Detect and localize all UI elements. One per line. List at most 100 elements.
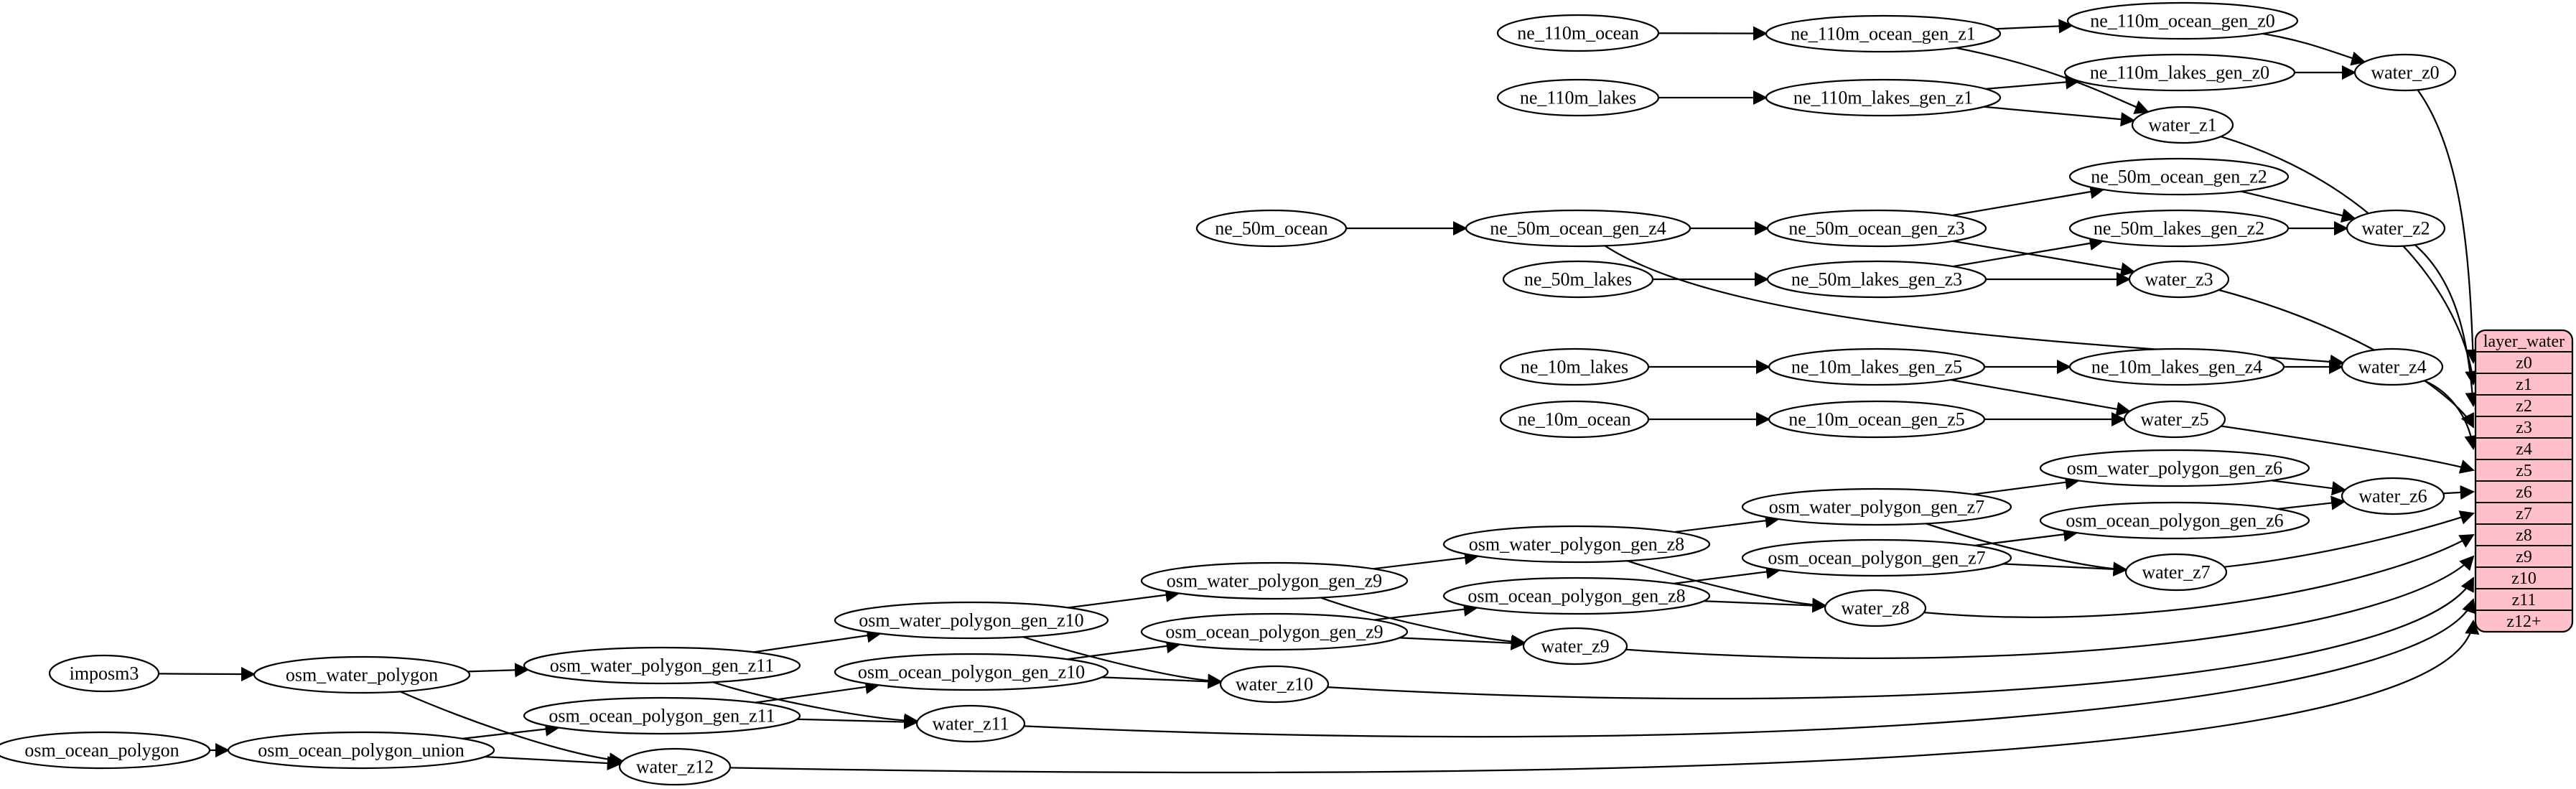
- table-row-z3: z3: [2516, 419, 2532, 437]
- node-water_z0: water_z0: [2353, 53, 2457, 92]
- edge-osm_ocean_polygon_gen_z7-to-water_z7: [2002, 561, 2128, 576]
- edge-osm_water_polygon_gen_z10-to-water_z10: [1022, 636, 1223, 688]
- node-label: osm_ocean_polygon_gen_z9: [1165, 622, 1383, 643]
- node-ellipse: [1766, 260, 1987, 299]
- edge-osm_ocean_polygon_union-to-osm_ocean_polygon_gen_z11: [462, 722, 560, 739]
- edge-osm_ocean_polygon_gen_z8-to-osm_ocean_polygon_gen_z7: [1673, 564, 1781, 585]
- node-ellipse: [1442, 525, 1711, 564]
- node-label: ne_50m_ocean_gen_z4: [1490, 218, 1666, 239]
- edge-osm_water_polygon_gen_z7-to-osm_water_polygon_gen_z6: [1972, 475, 2080, 495]
- node-ellipse: [2123, 400, 2226, 439]
- node-ne_110m_ocean_gen_z1: ne_110m_ocean_gen_z1: [1765, 14, 2002, 53]
- node-label: osm_ocean_polygon_gen_z6: [2066, 510, 2283, 531]
- node-ellipse: [2063, 53, 2296, 92]
- node-ellipse: [1824, 589, 1927, 627]
- table-row-z9: z9: [2516, 548, 2532, 566]
- node-ellipse: [2341, 347, 2444, 386]
- edge-ne_50m_lakes_gen_z3-to-ne_50m_lakes_gen_z2: [1952, 235, 2104, 268]
- node-ellipse: [1499, 400, 1650, 439]
- edge-water_z12-to-z12+: [729, 619, 2480, 774]
- node-ne_110m_ocean_gen_z0: ne_110m_ocean_gen_z0: [2066, 1, 2299, 40]
- node-water_z6: water_z6: [2341, 477, 2445, 515]
- node-label: water_z10: [1236, 674, 1313, 695]
- node-label: osm_ocean_polygon_union: [258, 740, 464, 761]
- table-row-z5: z5: [2516, 462, 2532, 480]
- node-ne_110m_lakes: ne_110m_lakes: [1496, 78, 1660, 117]
- node-label: ne_50m_ocean: [1215, 218, 1327, 239]
- node-ne_10m_lakes_gen_z5: ne_10m_lakes_gen_z5: [1768, 347, 1986, 386]
- node-ellipse: [1741, 538, 2012, 577]
- node-ellipse: [1465, 209, 1691, 248]
- node-ellipse: [2131, 106, 2234, 144]
- node-water_z5: water_z5: [2123, 400, 2226, 439]
- node-ellipse: [227, 731, 495, 770]
- edge-water_z5-to-z5: [2221, 425, 2475, 474]
- edge-osm_ocean_polygon_gen_z11-to-osm_ocean_polygon_gen_z10: [755, 679, 880, 704]
- edge-osm_water_polygon-to-water_z12: [400, 691, 624, 767]
- edge-osm_water_polygon_gen_z8-to-water_z8: [1627, 560, 1827, 612]
- edge-osm_water_polygon_gen_z11-to-osm_water_polygon_gen_z10: [753, 628, 882, 653]
- node-label: osm_water_polygon_gen_z6: [2067, 458, 2282, 479]
- edge-ne_110m_ocean_gen_z0-to-water_z0: [2262, 32, 2366, 66]
- node-osm_ocean_polygon: osm_ocean_polygon: [0, 731, 211, 770]
- node-ellipse: [253, 655, 471, 694]
- node-ne_50m_lakes_gen_z3: ne_50m_lakes_gen_z3: [1766, 260, 1987, 299]
- node-ellipse: [1741, 487, 2012, 526]
- node-label: water_z8: [1841, 598, 1909, 619]
- node-ellipse: [834, 601, 1109, 640]
- node-ne_50m_lakes_gen_z2: ne_50m_lakes_gen_z2: [2068, 209, 2290, 248]
- node-ellipse: [1766, 209, 1987, 248]
- node-ellipse: [1765, 78, 2002, 117]
- edge-osm_ocean_polygon_gen_z10-to-water_z10: [1101, 674, 1223, 689]
- node-label: osm_water_polygon_gen_z10: [859, 610, 1083, 631]
- edge-osm_water_polygon_gen_z11-to-water_z11: [712, 681, 919, 728]
- node-ellipse: [1496, 14, 1660, 52]
- edge-osm_ocean_polygon_gen_z11-to-water_z11: [797, 714, 919, 729]
- node-osm_water_polygon_gen_z6: osm_water_polygon_gen_z6: [2039, 449, 2310, 487]
- node-label: ne_50m_lakes_gen_z2: [2094, 218, 2264, 239]
- node-ne_10m_lakes: ne_10m_lakes: [1499, 347, 1650, 386]
- node-label: ne_110m_lakes_gen_z1: [1793, 88, 1973, 108]
- table-header: layer_water: [2483, 332, 2565, 351]
- table-row-z6: z6: [2516, 483, 2532, 502]
- table-row-z11: z11: [2512, 591, 2537, 610]
- node-label: osm_water_polygon_gen_z7: [1769, 497, 1984, 518]
- edge-osm_water_polygon_gen_z9-to-osm_water_polygon_gen_z8: [1373, 550, 1480, 570]
- node-ellipse: [2068, 209, 2290, 248]
- node-label: water_z3: [2145, 269, 2213, 290]
- node-label: water_z12: [636, 757, 714, 778]
- node-ellipse: [1496, 78, 1660, 117]
- node-ellipse: [1768, 347, 1986, 386]
- edge-water_z0-to-z0: [2417, 89, 2481, 365]
- edges-layer: [158, 19, 2481, 774]
- node-osm_ocean_polygon_gen_z6: osm_ocean_polygon_gen_z6: [2039, 501, 2310, 540]
- node-label: ne_110m_lakes: [1520, 88, 1636, 108]
- edge-water_z6-to-z6: [2443, 485, 2475, 500]
- edge-water_z11-to-z11: [1024, 598, 2476, 738]
- edge-ne_50m_ocean_gen_z3-to-ne_50m_ocean_gen_z2: [1952, 185, 2105, 217]
- node-label: water_z0: [2371, 62, 2439, 83]
- node-osm_water_polygon_gen_z10: osm_water_polygon_gen_z10: [834, 601, 1109, 640]
- node-ellipse: [2068, 347, 2285, 386]
- node-label: ne_50m_lakes_gen_z3: [1791, 269, 1962, 290]
- table-row-z7: z7: [2516, 505, 2532, 523]
- edge-osm_ocean_polygon_union-to-water_z12: [485, 755, 622, 771]
- node-osm_water_polygon: osm_water_polygon: [253, 655, 471, 694]
- edge-osm_ocean_polygon_gen_z10-to-osm_ocean_polygon_gen_z9: [1067, 638, 1182, 660]
- node-ellipse: [2066, 1, 2299, 40]
- node-label: water_z4: [2358, 357, 2426, 378]
- node-label: osm_ocean_polygon_gen_z11: [549, 706, 775, 727]
- node-label: osm_ocean_polygon_gen_z7: [1768, 548, 1985, 569]
- node-ellipse: [1502, 260, 1654, 299]
- table-row-z10: z10: [2511, 569, 2537, 588]
- node-label: ne_110m_ocean_gen_z0: [2090, 11, 2275, 32]
- node-label: osm_ocean_polygon_gen_z10: [858, 662, 1085, 683]
- node-ellipse: [2124, 553, 2228, 592]
- node-label: osm_water_polygon_gen_z9: [1167, 571, 1382, 592]
- table-row-z2: z2: [2516, 397, 2532, 416]
- node-osm_ocean_polygon_union: osm_ocean_polygon_union: [227, 731, 495, 770]
- node-ellipse: [2039, 501, 2310, 540]
- node-water_z10: water_z10: [1219, 665, 1330, 704]
- table-row-z4: z4: [2516, 440, 2532, 459]
